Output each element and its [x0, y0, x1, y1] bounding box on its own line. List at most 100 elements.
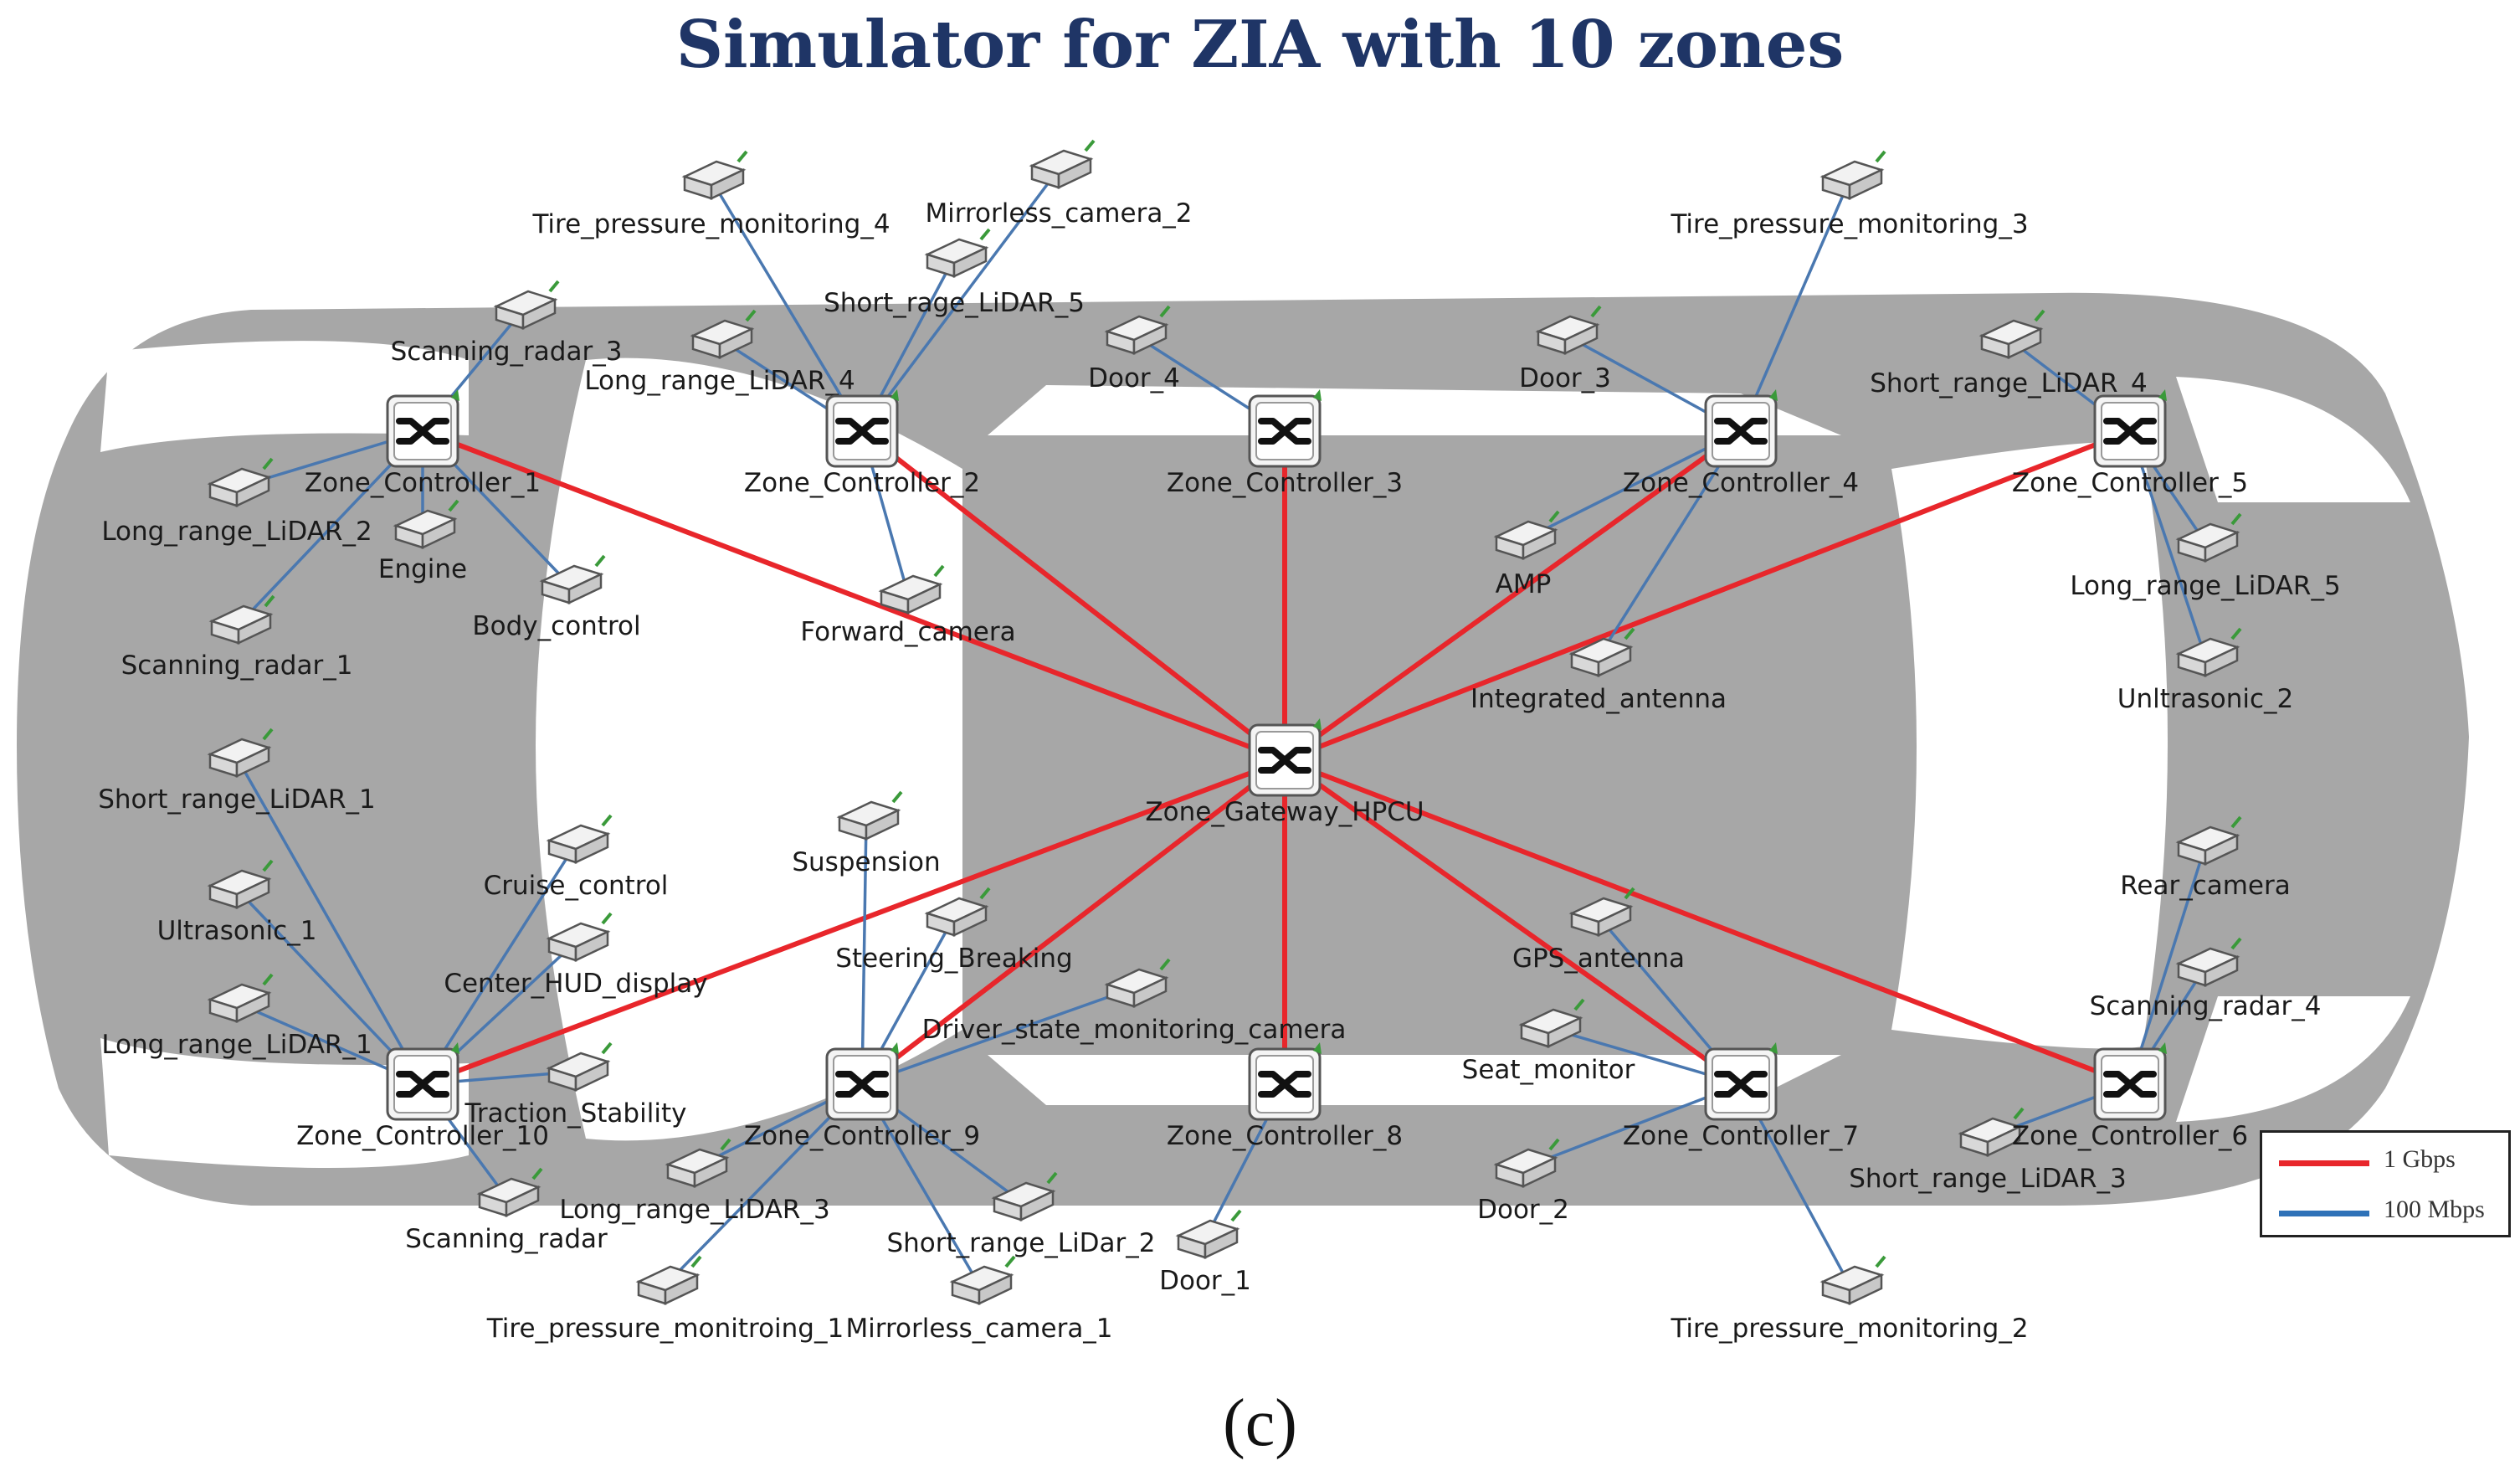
ecu-node-icon[interactable] [1518, 998, 1585, 1048]
device-label: Tire_pressure_monitoring_2 [1670, 1314, 2028, 1344]
ecu-node-icon[interactable] [1819, 150, 1886, 200]
device-label: Tire_pressure_monitoring_3 [1670, 209, 2028, 239]
mbps-link [2128, 430, 2207, 658]
zone-switch-icon[interactable] [1248, 718, 1322, 797]
ecu-node-icon[interactable] [546, 912, 613, 962]
device-label: Tire_pressure_monitoring_4 [531, 209, 890, 239]
ecu-node-icon[interactable] [1535, 305, 1602, 355]
figure-caption: (c) [1223, 1386, 1297, 1460]
gbps-link [860, 429, 1286, 763]
mbps-link [1739, 179, 1851, 432]
gateway-label: Zone_Gateway_HPCU [1145, 797, 1424, 827]
zone-switch-icon[interactable] [1704, 389, 1778, 468]
ecu-node-icon[interactable] [1104, 305, 1171, 355]
zone-controller-label: Zone_Controller_4 [1623, 468, 1859, 498]
ecu-node-icon[interactable] [1568, 887, 1635, 937]
ecu-node-icon[interactable] [546, 1041, 613, 1092]
zone-switch-icon[interactable] [1248, 389, 1322, 468]
zone-controller-label: Zone_Controller_3 [1167, 468, 1403, 498]
ecu-node-icon[interactable] [924, 228, 991, 278]
ecu-node-icon[interactable] [207, 973, 274, 1023]
ecu-node-icon[interactable] [665, 1138, 731, 1188]
zone-switch-icon[interactable] [2093, 389, 2167, 468]
device-label: Door_1 [1159, 1266, 1251, 1296]
mbps-link [860, 820, 868, 1085]
zone-switch-icon[interactable] [386, 1042, 459, 1121]
zone-switch-icon[interactable] [825, 389, 899, 468]
device-label: Scanning_radar [405, 1224, 608, 1254]
zone-controller-label: Zone_Controller_8 [1167, 1121, 1403, 1151]
device-label: Door_4 [1088, 363, 1180, 393]
ecu-node-icon[interactable] [2175, 512, 2242, 563]
device-label: Short_range_LiDAR_3 [1849, 1164, 2127, 1194]
ecu-node-icon[interactable] [1568, 627, 1635, 677]
zone-switch-icon[interactable] [1704, 1042, 1778, 1121]
ecu-node-icon[interactable] [635, 1255, 702, 1305]
ecu-node-icon[interactable] [207, 457, 274, 507]
mbps-link [1597, 430, 1742, 658]
device-label: Engine [378, 554, 467, 584]
ecu-node-icon[interactable] [493, 280, 560, 330]
zone-switch-icon[interactable] [2093, 1042, 2167, 1121]
ecu-node-icon[interactable] [1175, 1209, 1242, 1259]
device-label: Short_rage_LiDAR_5 [824, 288, 1085, 318]
ecu-node-icon[interactable] [1819, 1255, 1886, 1305]
gbps-link [1283, 758, 2132, 1087]
ecu-node-icon[interactable] [690, 309, 757, 359]
device-label: Suspension [792, 847, 940, 877]
ecu-node-icon[interactable] [1493, 1138, 1560, 1188]
device-label: Center_HUD_display [444, 969, 707, 999]
gbps-link [421, 758, 1286, 1087]
ecu-node-icon[interactable] [393, 499, 459, 549]
device-label: Rear_camera [2120, 871, 2291, 901]
legend-swatch-red [2279, 1160, 2369, 1166]
zone-controller-label: Zone_Controller_10 [296, 1121, 549, 1151]
device-label: Long_range_LiDAR_2 [101, 517, 372, 547]
ecu-node-icon[interactable] [2175, 815, 2242, 866]
ecu-node-icon[interactable] [476, 1167, 543, 1217]
ecu-node-icon[interactable] [546, 814, 613, 864]
device-label: Long_range_LiDAR_4 [584, 366, 855, 396]
legend-item-100mbps: 100 Mbps [2262, 1191, 2508, 1233]
device-label: Cruise_control [484, 871, 669, 901]
ecu-node-icon[interactable] [1104, 958, 1171, 1008]
device-label: Short_range_LiDar_2 [886, 1228, 1155, 1258]
mbps-link [710, 179, 864, 432]
ecu-node-icon[interactable] [2175, 627, 2242, 677]
zone-controller-label: Zone_Controller_7 [1623, 1121, 1859, 1151]
device-label: Ultrasonic_1 [157, 916, 317, 946]
ecu-node-icon[interactable] [207, 859, 274, 909]
ecu-node-icon[interactable] [539, 554, 606, 604]
gbps-link [1283, 758, 1742, 1087]
device-label: Steering_Breaking [835, 944, 1072, 974]
ecu-node-icon[interactable] [878, 564, 945, 615]
device-label: Forward_camera [800, 617, 1015, 647]
ecu-node-icon[interactable] [949, 1255, 1016, 1305]
device-label: Integrated_antenna [1470, 684, 1727, 714]
device-label: Driver_state_monitoring_camera [922, 1015, 1347, 1045]
ecu-node-icon[interactable] [1979, 309, 2045, 359]
ecu-node-icon[interactable] [836, 790, 903, 841]
ecu-node-icon[interactable] [991, 1171, 1058, 1221]
zone-controller-label: Zone_Controller_9 [744, 1121, 980, 1151]
mbps-link [235, 757, 424, 1085]
ecu-node-icon[interactable] [207, 728, 274, 778]
ecu-node-icon[interactable] [2175, 937, 2242, 987]
ecu-node-icon[interactable] [1029, 139, 1096, 189]
mbps-link [421, 843, 577, 1085]
device-label: Mirrorless_camera_1 [845, 1314, 1112, 1344]
mbps-link [2128, 845, 2207, 1085]
ecu-node-icon[interactable] [1958, 1107, 2025, 1157]
device-label: Short_range_LiDAR_1 [98, 784, 376, 815]
zone-switch-icon[interactable] [1248, 1042, 1322, 1121]
ecu-node-icon[interactable] [1493, 510, 1560, 560]
ecu-node-icon[interactable] [924, 887, 991, 937]
zone-controller-label: Zone_Controller_1 [305, 468, 541, 498]
legend-label: 1 Gbps [2384, 1145, 2456, 1173]
device-label: Tire_pressure_monitroing_1 [486, 1314, 844, 1344]
ecu-node-icon[interactable] [208, 594, 275, 645]
device-label: Scanning_radar_4 [2090, 991, 2322, 1021]
zone-switch-icon[interactable] [386, 389, 459, 468]
zone-switch-icon[interactable] [825, 1042, 899, 1121]
ecu-node-icon[interactable] [681, 150, 748, 200]
